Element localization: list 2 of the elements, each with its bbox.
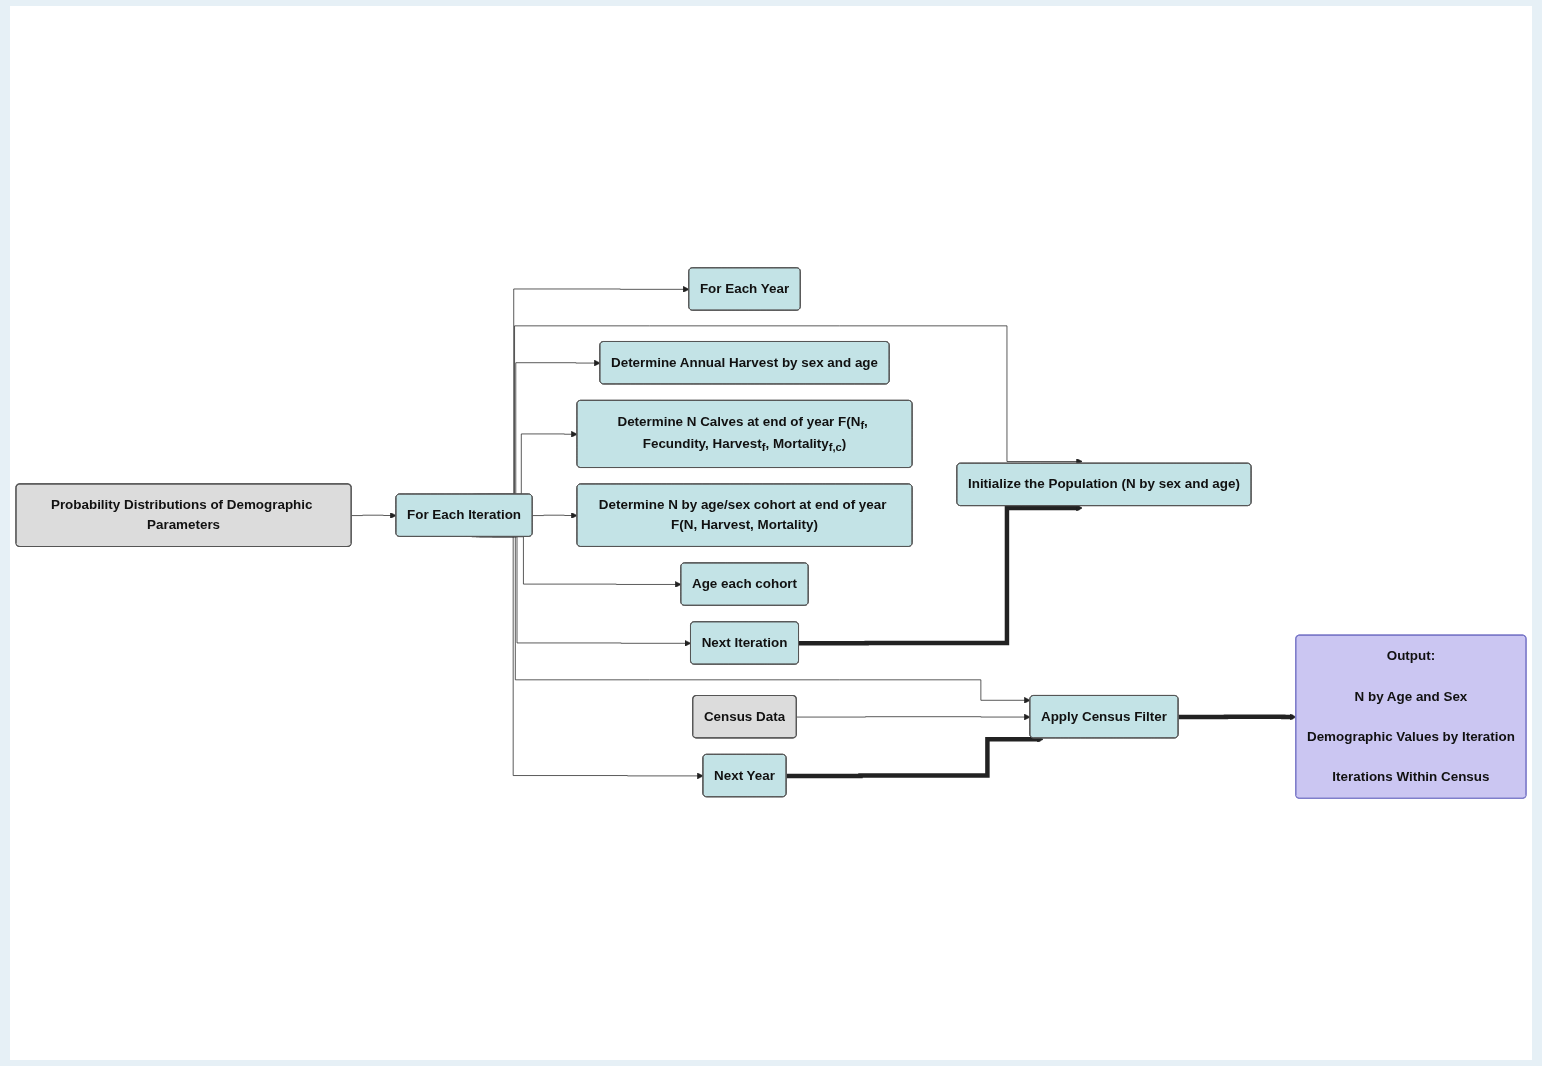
arrow xyxy=(786,736,1044,779)
arrow xyxy=(798,504,1083,646)
